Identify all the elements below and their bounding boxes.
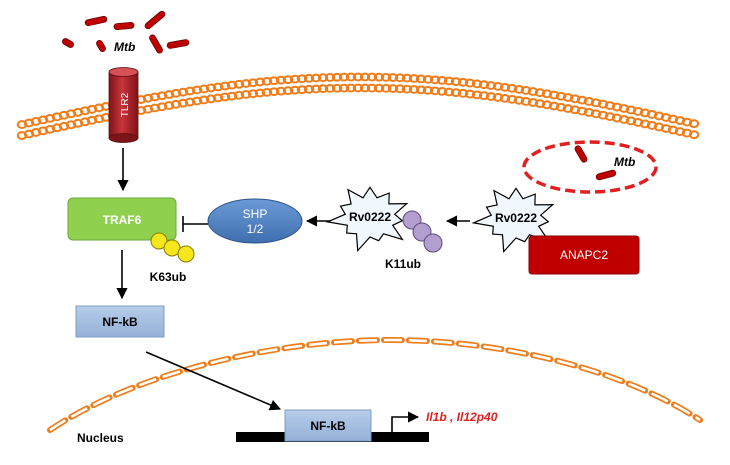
mtb-label-outside: Mtb <box>114 40 135 54</box>
target-genes-label: Il1b , Il12p40 <box>426 410 498 424</box>
tlr2-receptor: TLR2 <box>108 67 139 143</box>
mtb-bacteria-outside <box>62 10 190 54</box>
traf6-box <box>67 197 177 241</box>
mtb-label-vacuole: Mtb <box>614 155 635 169</box>
nfkb-nucleus-label: NF-kB <box>310 419 346 433</box>
rv0222-starburst-left <box>325 186 409 253</box>
transcription-arrow <box>391 411 420 432</box>
nfkb-nucleus-box <box>284 409 372 442</box>
rv0222-label-right: Rv0222 <box>495 211 537 225</box>
shp-label-line1: SHP <box>243 207 268 221</box>
traf6-label: TRAF6 <box>103 213 142 227</box>
k63-ubiquitin-chain <box>150 232 195 263</box>
nuclear-envelope <box>47 336 703 433</box>
nucleus-label: Nucleus <box>77 431 124 445</box>
k11ub-label: K11ub <box>385 257 421 271</box>
phagosome-vacuole <box>522 140 658 194</box>
tlr2-label: TLR2 <box>120 92 131 117</box>
anapc2-label: ANAPC2 <box>560 248 608 262</box>
shp-label-line2: 1/2 <box>247 222 264 236</box>
anapc2-box <box>528 235 640 275</box>
mtb-bacteria-vacuole <box>574 145 617 181</box>
arrow-nfkb-translocation <box>145 351 282 411</box>
nfkb-cytoplasm-label: NF-kB <box>102 315 138 329</box>
inhibition-shp-traf6 <box>182 216 208 232</box>
nfkb-cytoplasm-box <box>75 305 165 338</box>
k11-ubiquitin-chain <box>402 210 443 253</box>
rv0222-label-left: Rv0222 <box>349 210 391 224</box>
shp-ellipse <box>207 198 303 244</box>
k63ub-label: K63ub <box>150 270 187 284</box>
